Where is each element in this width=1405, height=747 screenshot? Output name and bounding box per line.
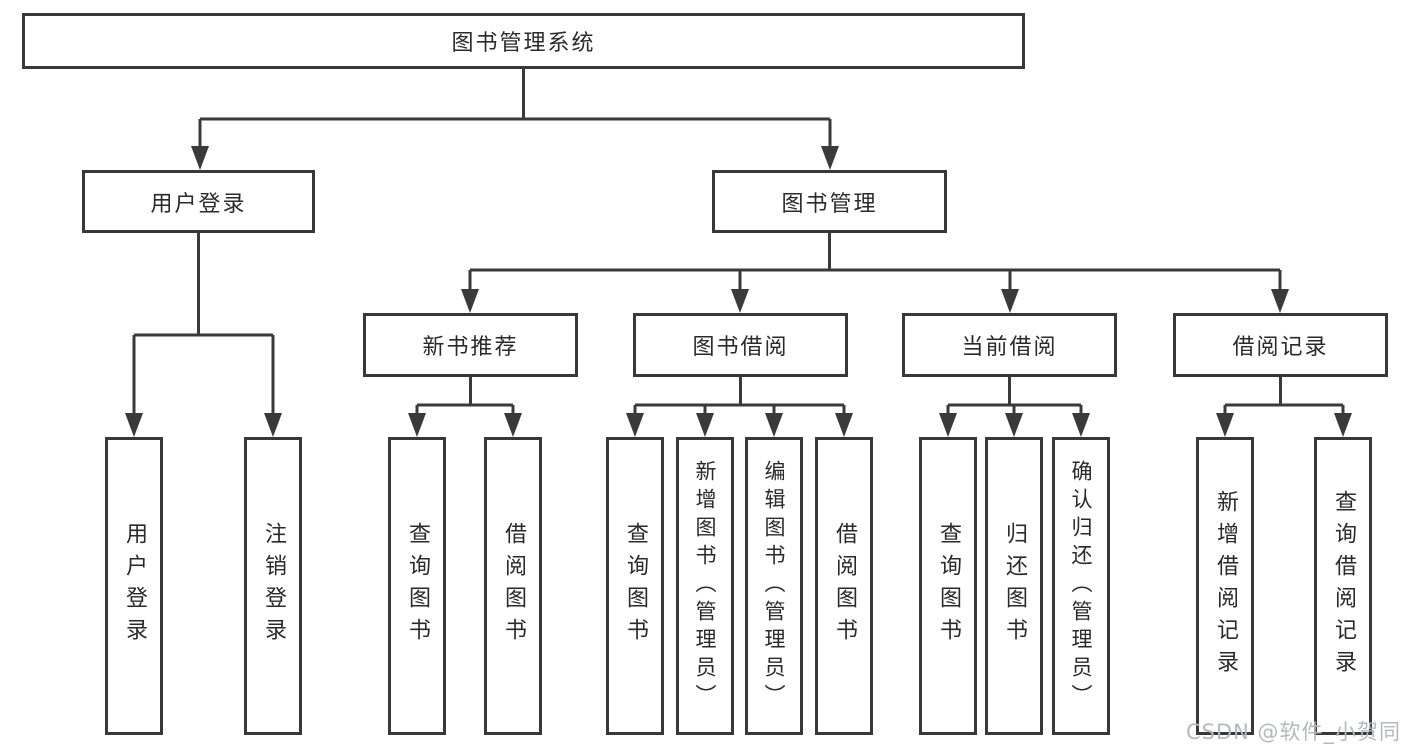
- leaf-edit-book-admin: 编辑图书（管理员）: [745, 437, 803, 735]
- connector-paths: [132, 69, 1345, 418]
- node-current-borrowing: 当前借阅: [902, 313, 1117, 377]
- leaf-user-login: 用户登录: [105, 437, 163, 735]
- node-book-borrowing: 图书借阅: [633, 313, 848, 377]
- node-user-login-branch: 用户登录: [82, 170, 315, 233]
- leaf-borrow-books-recommend: 借阅图书: [484, 437, 542, 735]
- leaf-logout: 注销登录: [244, 437, 302, 735]
- leaf-query-borrow-record: 查询借阅记录: [1314, 437, 1372, 735]
- leaf-query-books-recommend: 查询图书: [388, 437, 446, 735]
- leaf-confirm-return-admin: 确认归还（管理员）: [1052, 437, 1110, 735]
- node-book-management-branch: 图书管理: [712, 170, 947, 233]
- node-borrowing-records: 借阅记录: [1173, 313, 1388, 377]
- leaf-add-book-admin: 新增图书（管理员）: [676, 437, 734, 735]
- csdn-watermark: CSDN @软件_小贺同学: [1186, 720, 1402, 744]
- leaf-query-books-current: 查询图书: [919, 437, 977, 735]
- leaf-return-book: 归还图书: [985, 437, 1043, 735]
- leaf-query-books-borrow: 查询图书: [606, 437, 664, 735]
- connector-arrowheads: [125, 146, 1352, 437]
- node-new-book-recommendation: 新书推荐: [363, 313, 578, 377]
- leaf-add-borrow-record: 新增借阅记录: [1196, 437, 1254, 735]
- node-root-system: 图书管理系统: [22, 13, 1025, 69]
- leaf-borrow-books: 借阅图书: [815, 437, 873, 735]
